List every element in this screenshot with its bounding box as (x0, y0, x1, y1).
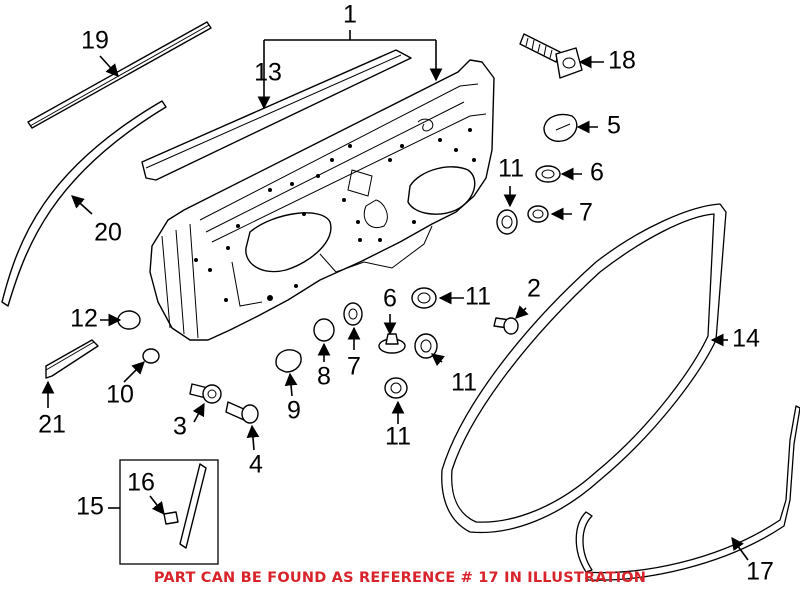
part-13-belt-weatherstrip (141, 49, 412, 181)
reference-note: PART CAN BE FOUND AS REFERENCE # 17 IN I… (154, 570, 646, 586)
label-16: 16 (127, 469, 155, 497)
part-11-plug-b (411, 287, 437, 309)
label-14: 14 (732, 325, 760, 353)
part-1-door-shell (149, 59, 495, 341)
part-5-cap (543, 113, 578, 142)
label-13: 13 (254, 59, 282, 87)
label-20: 20 (94, 219, 122, 247)
label-7-upper: 7 (579, 199, 593, 227)
leader-lines (41, 30, 749, 561)
part-6-washer-lower (378, 333, 406, 354)
part-11-plug-c (414, 333, 438, 359)
part-14-door-weatherstrip (441, 203, 727, 534)
label-9: 9 (287, 397, 301, 425)
label-11-c: 11 (451, 369, 477, 397)
label-11-a: 11 (498, 155, 524, 183)
part-11-plug-a (496, 209, 518, 235)
label-1: 1 (343, 1, 357, 29)
washers (117, 165, 561, 399)
label-8: 8 (317, 363, 331, 391)
part-3-striker-bolt (189, 383, 222, 404)
door-holes (194, 128, 476, 302)
label-4: 4 (249, 451, 263, 479)
label-12: 12 (70, 305, 98, 333)
part-4-striker (225, 401, 259, 424)
label-15: 15 (76, 493, 104, 521)
part-18-plug (519, 33, 583, 79)
part-20-curved-weatherstrip (1, 100, 167, 307)
part-9-cap (275, 349, 302, 373)
part-11-plug-d (384, 377, 408, 399)
part-17-sill-seal (575, 405, 800, 581)
label-6-upper: 6 (590, 159, 604, 187)
label-7-lower: 7 (347, 353, 361, 381)
label-10: 10 (106, 381, 134, 409)
label-19: 19 (81, 27, 109, 55)
part-19-window-channel-trim (27, 21, 212, 129)
label-5: 5 (607, 112, 621, 140)
part-10-cap (142, 348, 160, 364)
part-7-grommet-lower (343, 302, 363, 326)
label-21: 21 (38, 411, 66, 439)
part-12-pad (117, 310, 141, 330)
callout-labels: 1 2 3 4 5 6 6 7 7 8 9 10 11 11 11 11 12 … (38, 1, 774, 586)
part-8-cap (313, 318, 335, 342)
part-21-trim (45, 339, 99, 379)
part-6-washer-upper (535, 165, 561, 183)
label-3: 3 (173, 413, 187, 441)
part-2-bolt (493, 317, 519, 335)
part-7-grommet-upper (527, 205, 549, 223)
label-6-lower: 6 (383, 285, 397, 313)
label-17: 17 (746, 558, 774, 586)
label-2: 2 (527, 275, 541, 303)
label-18: 18 (608, 47, 636, 75)
label-11-d: 11 (385, 423, 411, 451)
label-11-b: 11 (465, 283, 491, 311)
part-15-16-box (119, 459, 219, 565)
